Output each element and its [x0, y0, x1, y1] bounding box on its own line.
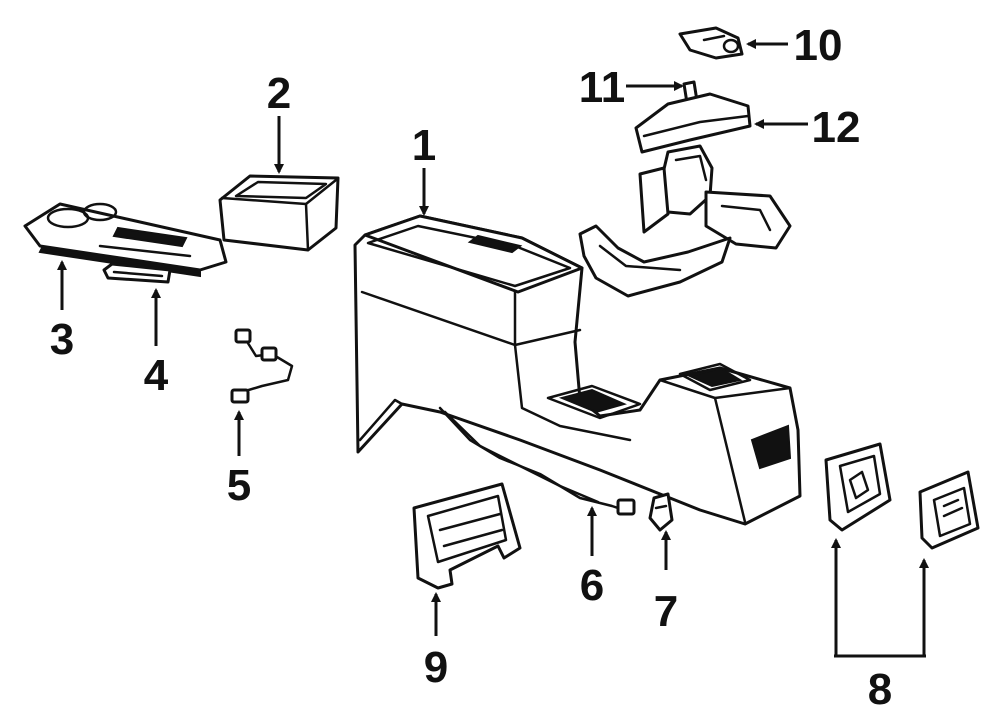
callout-5: 5 [227, 461, 251, 510]
callout-11: 11 [579, 63, 626, 112]
switch-bezel-right [918, 470, 980, 550]
callout-6: 6 [580, 561, 604, 610]
wiring-harness [438, 406, 636, 516]
shifter-mechanism [578, 144, 792, 298]
callout-2: 2 [267, 69, 291, 118]
callout-7: 7 [654, 587, 678, 636]
callout-12: 12 [812, 103, 861, 152]
leader-lines [57, 39, 929, 658]
callout-10: 10 [794, 21, 843, 70]
shifter-cover [634, 92, 752, 154]
trim-strip [102, 262, 172, 284]
connector-plug [648, 492, 674, 532]
callout-9: 9 [424, 643, 448, 692]
callout-1: 1 [412, 121, 436, 170]
wiring-connector [230, 328, 294, 404]
shift-knob [678, 26, 744, 60]
storage-bin [218, 174, 340, 252]
mounting-bracket [412, 482, 522, 590]
callout-4: 4 [144, 351, 169, 400]
switch-bezel-left [824, 442, 892, 532]
callout-3: 3 [50, 315, 74, 364]
callouts: 1 2 3 4 5 6 7 8 9 10 11 12 [50, 21, 892, 714]
callout-8: 8 [868, 665, 892, 714]
center-console [353, 214, 802, 526]
